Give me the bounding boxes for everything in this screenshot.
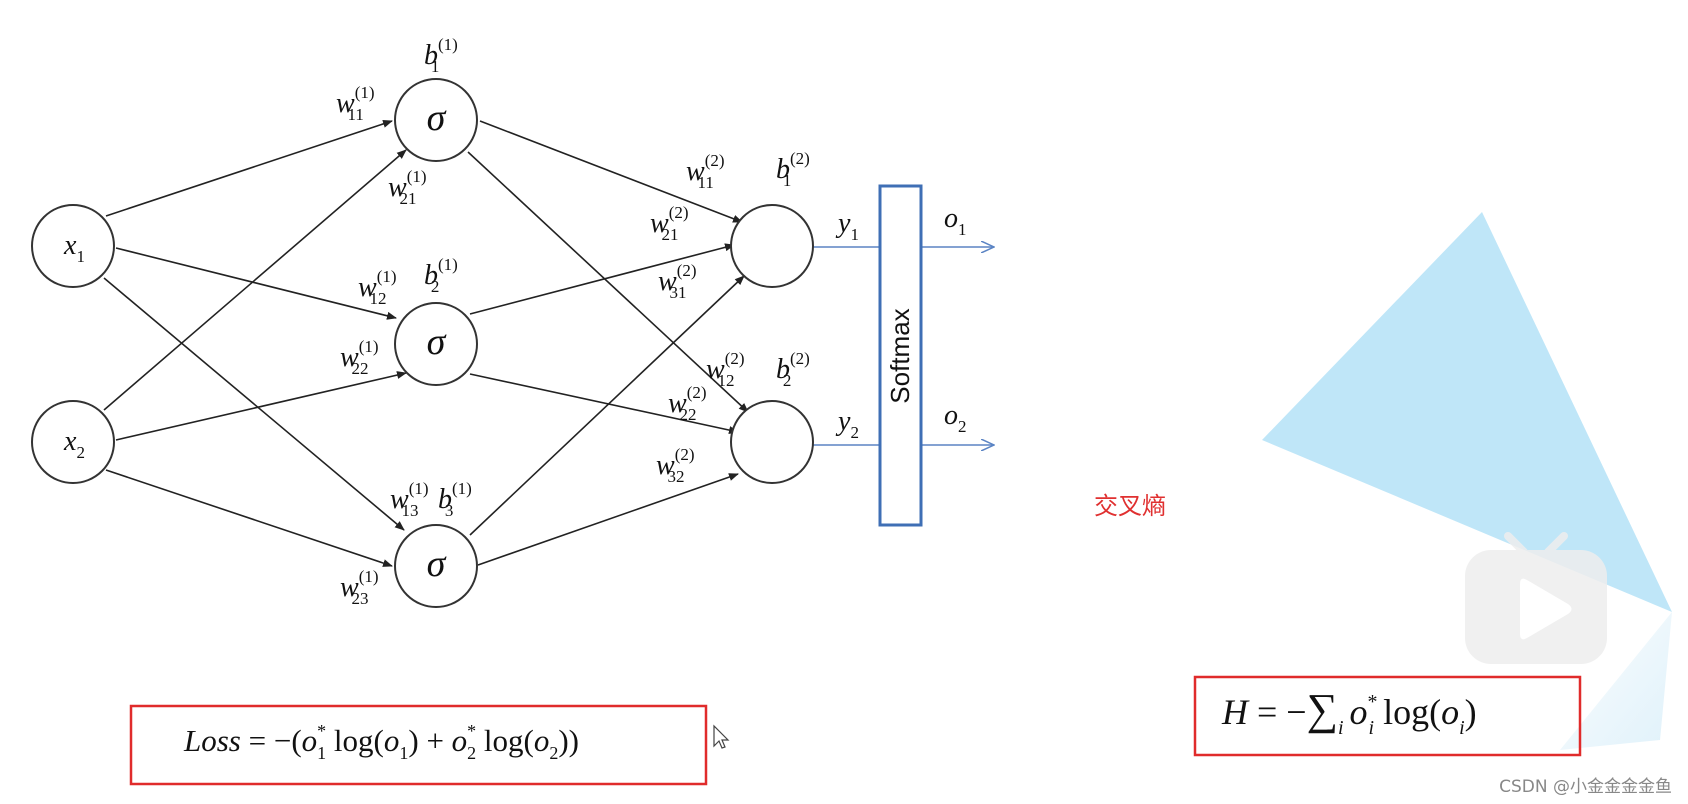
hidden-node-1 bbox=[394, 78, 478, 162]
weight-label: w(1)13 bbox=[390, 479, 429, 520]
edge-x1-h2 bbox=[115, 247, 397, 320]
softmax-label: Softmax bbox=[885, 308, 915, 403]
bias-label: b(1)2 bbox=[424, 255, 458, 296]
label-y1: y1 bbox=[835, 208, 859, 244]
sigma-symbol: σ bbox=[427, 321, 447, 363]
edge-h3-o1 bbox=[469, 275, 745, 536]
bias-label: b(2)2 bbox=[776, 349, 810, 390]
bias-label: b(1)1 bbox=[424, 35, 458, 76]
bias-labels: b(1)1 b(1)2 b(1)3 b(2)1 b(2)2 bbox=[424, 35, 810, 520]
bias-label: b(1)3 bbox=[438, 479, 472, 520]
edge-x2-h3 bbox=[105, 469, 393, 567]
loss-formula: Loss = −(o*1 log(o1) + o*2 log(o2)) bbox=[183, 721, 579, 763]
sigma-symbol: σ bbox=[427, 97, 447, 139]
edges-layer-2 bbox=[467, 120, 749, 566]
entropy-formula-box bbox=[1193, 675, 1582, 757]
input-node-x2 bbox=[31, 400, 115, 484]
label-o2: o2 bbox=[944, 400, 967, 436]
edge-h3-o2 bbox=[477, 473, 739, 566]
label-y2: y2 bbox=[835, 406, 859, 442]
play-overlay-icon bbox=[1465, 532, 1607, 664]
weight-label: w(2)11 bbox=[686, 151, 725, 192]
edge-h1-o2 bbox=[467, 151, 749, 413]
weight-label: w(1)21 bbox=[388, 167, 427, 208]
weight-label: w(2)22 bbox=[668, 383, 707, 424]
edge-h1-o1 bbox=[479, 120, 743, 223]
label-o1: o1 bbox=[944, 203, 967, 239]
edge-x1-h1 bbox=[105, 120, 393, 217]
output-lines bbox=[812, 247, 994, 445]
weight-label: w(2)21 bbox=[650, 203, 689, 244]
decorative-triangle-fade bbox=[1560, 612, 1672, 750]
hidden-node-3 bbox=[394, 524, 478, 608]
edge-h2-o2 bbox=[469, 373, 739, 435]
label-x2: x2 bbox=[63, 426, 85, 462]
loss-formula-box bbox=[129, 704, 708, 786]
weight-labels: w(1)11 w(1)21 w(1)12 w(1)22 w(1)13 w(1)2… bbox=[336, 83, 745, 608]
bias-label: b(2)1 bbox=[776, 149, 810, 190]
input-node-x1 bbox=[31, 204, 115, 288]
weight-label: w(1)23 bbox=[340, 567, 379, 608]
weight-label: w(1)22 bbox=[340, 337, 379, 378]
label-x1: x1 bbox=[63, 230, 85, 266]
weight-label: w(1)11 bbox=[336, 83, 375, 124]
edge-x1-h3 bbox=[103, 277, 405, 531]
mouse-cursor-icon bbox=[713, 724, 730, 749]
edge-x2-h2 bbox=[115, 371, 407, 441]
weight-label: w(1)12 bbox=[358, 267, 397, 308]
softmax-box bbox=[878, 184, 923, 527]
edge-h2-o1 bbox=[469, 243, 735, 315]
sigma-symbol: σ bbox=[427, 543, 447, 585]
cross-entropy-label: 交叉熵 bbox=[1094, 492, 1166, 520]
hidden-node-2 bbox=[394, 302, 478, 386]
watermark: CSDN @小金金金金鱼 bbox=[1499, 777, 1672, 797]
decorative-triangle bbox=[1262, 212, 1672, 612]
weight-label: w(2)31 bbox=[658, 261, 697, 302]
edge-x2-h1 bbox=[103, 149, 407, 411]
weight-label: w(2)12 bbox=[706, 349, 745, 390]
output-node-2 bbox=[730, 400, 814, 484]
edges-layer-1 bbox=[103, 120, 407, 567]
output-node-1 bbox=[730, 204, 814, 288]
weight-label: w(2)32 bbox=[656, 445, 695, 486]
